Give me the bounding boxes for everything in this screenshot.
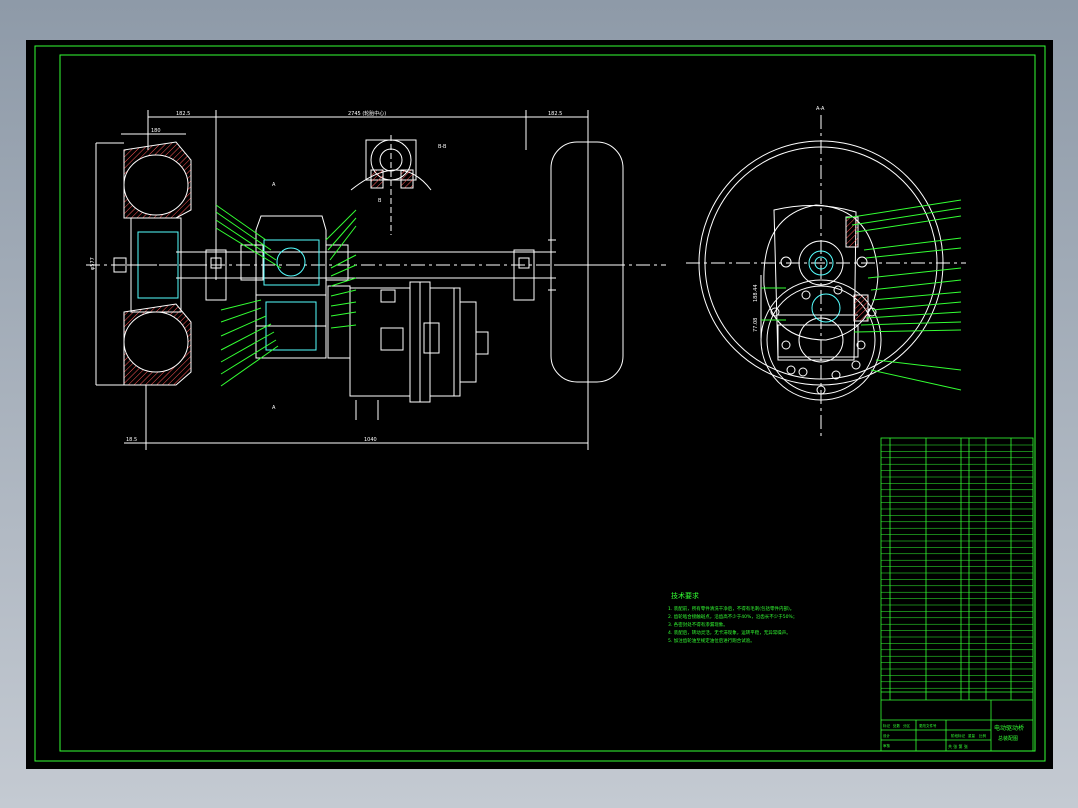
dim-2745: 2745 (轮胎中心) <box>348 110 386 117</box>
view-label-bb: B-B <box>438 144 447 150</box>
leaders-main <box>215 204 357 387</box>
drawing-name: 总装配图 <box>998 735 1018 742</box>
dim-188: 188.44 <box>753 285 759 303</box>
tb-label-review: 审核 <box>883 743 891 748</box>
dim-182-left: 182.5 <box>176 111 190 117</box>
section-mark-a-bot: A <box>272 405 276 411</box>
dimension-texts: 182.5 2745 (轮胎中心) 182.5 180 1040 18.5 φ5… <box>90 110 562 443</box>
parts-list-rows <box>881 444 1033 689</box>
title-block-texts: 电动驱动桥 总装配图 共 张 第 张 标记 处数 分区 更改文件号 设计 审核 … <box>883 723 1024 749</box>
section-mark-b: B <box>378 198 382 204</box>
tb-label-count: 处数 <box>893 723 901 728</box>
dim-1040: 1040 <box>364 437 377 443</box>
side-view-texts: A-A 188.44 77.08 <box>753 106 825 332</box>
parts-list <box>880 437 1034 752</box>
view-label-aa: A-A <box>816 106 825 112</box>
note-line-1: 1. 装配前，所有零件清洗干净后，不得有毛刺(包括零件内部)。 <box>668 605 794 612</box>
section-mark-a-top: A <box>272 182 276 188</box>
technical-notes: 技术要求 1. 装配前，所有零件清洗干净后，不得有毛刺(包括零件内部)。 2. … <box>668 591 797 644</box>
tb-label-zone: 分区 <box>903 723 911 728</box>
note-line-3: 3. 各密封处不得有渗漏现象。 <box>668 621 728 628</box>
note-line-5: 5. 加注齿轮油至规定油位后进行跑合试验。 <box>668 637 755 644</box>
inner-frame <box>59 54 1036 752</box>
tb-scale: 比例 <box>979 733 987 738</box>
tb-stage: 阶段标记 <box>951 733 965 738</box>
assembly-drawing: 182.5 2745 (轮胎中心) 182.5 180 1040 18.5 φ5… <box>34 45 1046 762</box>
leaders-side <box>761 199 962 391</box>
outer-frame <box>34 45 1046 762</box>
dim-77: 77.08 <box>753 318 759 332</box>
tb-label-change: 更改文件号 <box>919 723 937 728</box>
dim-18: 18.5 <box>126 437 137 443</box>
dim-577: φ577 <box>90 257 96 270</box>
notes-title: 技术要求 <box>671 591 699 600</box>
note-line-4: 4. 装配后，转动灵活，无卡滞现象，运转平稳，无异常噪声。 <box>668 629 791 636</box>
tb-label-mark: 标记 <box>883 723 891 728</box>
sheet-number: 共 张 第 张 <box>948 743 968 749</box>
product-name: 电动驱动桥 <box>994 724 1024 732</box>
dim-180: 180 <box>151 128 161 134</box>
note-line-2: 2. 齿轮啮合接触斑点，沿齿高不少于40%，沿齿长不少于50%； <box>668 613 797 620</box>
side-view-aa <box>686 115 966 438</box>
dim-182-right: 182.5 <box>548 111 562 117</box>
tb-label-design: 设计 <box>883 733 891 738</box>
main-section-view <box>86 110 666 450</box>
tb-weight: 重量 <box>968 733 976 738</box>
cad-viewport[interactable]: 182.5 2745 (轮胎中心) 182.5 180 1040 18.5 φ5… <box>26 40 1053 769</box>
